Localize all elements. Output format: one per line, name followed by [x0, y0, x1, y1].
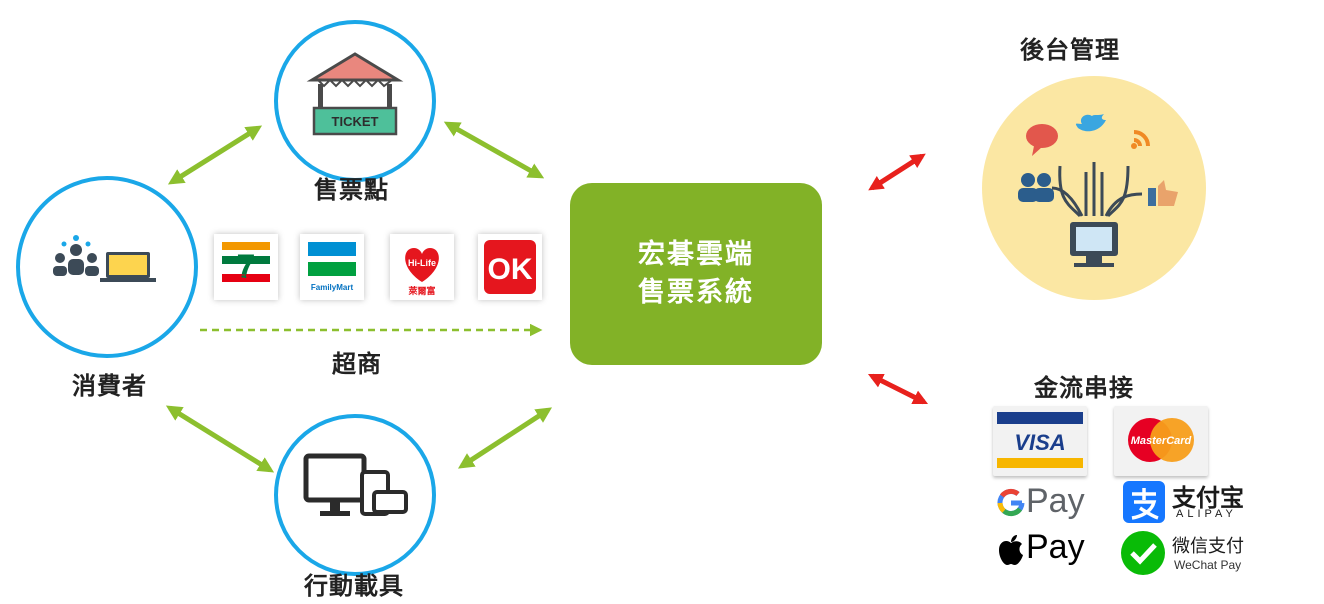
ticket-sign-text: TICKET: [332, 114, 379, 129]
svg-text:萊爾富: 萊爾富: [407, 285, 435, 297]
wechat-chinese-text: 微信支付: [1172, 536, 1244, 557]
mobile-label: 行動載具: [304, 572, 404, 600]
backend-label: 後台管理: [1020, 36, 1120, 64]
ticket-point-circle: TICKET: [274, 20, 436, 182]
alipay-chinese-text: 支付宝: [1172, 484, 1244, 512]
wechat-english-text: WeChat Pay: [1174, 558, 1242, 572]
wechat-check-icon: [1121, 531, 1165, 575]
cloud-ticketing-system-box: 宏碁雲端 售票系統: [570, 183, 822, 365]
payment-label: 金流串接: [1034, 374, 1134, 402]
arrow-center-payment: [867, 373, 929, 405]
ticket-booth-icon: TICKET: [306, 52, 404, 136]
apple-pay-logo: Pay: [998, 528, 1102, 574]
seven-eleven-logo: 7 ELEVEN: [214, 234, 278, 300]
google-pay-logo: Pay: [996, 482, 1100, 524]
google-g-icon: [997, 488, 1025, 517]
google-pay-text: Pay: [1026, 482, 1085, 520]
ok-mart-logo: OK: [478, 234, 542, 300]
svg-text:ELEVEN: ELEVEN: [228, 273, 264, 283]
apple-icon: [999, 535, 1023, 565]
mastercard-card: MasterCard: [1114, 406, 1208, 476]
alipay-english-text: ALIPAY: [1176, 508, 1237, 520]
familymart-logo: FamilyMart: [300, 234, 364, 300]
consumer-group-icon: [53, 235, 156, 282]
network-hub-icon: [1018, 114, 1178, 267]
visa-card: VISA: [993, 406, 1087, 476]
apple-pay-text: Pay: [1026, 528, 1085, 566]
mobile-circle: [274, 414, 436, 576]
backend-circle: [982, 76, 1206, 300]
arrow-consumer-mobile: [165, 405, 275, 473]
consumer-circle: [16, 176, 198, 358]
devices-icon: [303, 453, 408, 516]
center-title-line2: 售票系統: [638, 277, 754, 308]
convenience-store-label: 超商: [332, 350, 382, 378]
arrow-center-backend: [868, 153, 926, 191]
arrow-consumer-ticket: [167, 125, 263, 185]
svg-text:FamilyMart: FamilyMart: [311, 283, 354, 292]
svg-text:7: 7: [237, 248, 256, 286]
svg-text:OK: OK: [488, 253, 533, 286]
svg-text:VISA: VISA: [1014, 430, 1065, 455]
consumer-label: 消費者: [72, 372, 147, 400]
wechat-pay-logo: 微信支付 WeChat Pay: [1120, 530, 1260, 576]
center-title-line1: 宏碁雲端: [638, 239, 754, 270]
svg-text:MasterCard: MasterCard: [1131, 435, 1192, 447]
alipay-icon: [1123, 481, 1165, 523]
alipay-logo: 支付宝 ALIPAY: [1122, 480, 1262, 526]
hilife-logo: Hi-Life 萊爾富: [390, 234, 454, 300]
arrow-mobile-center: [457, 407, 553, 469]
arrow-ticket-center: [443, 121, 545, 179]
svg-text:Hi-Life: Hi-Life: [408, 258, 436, 268]
ticket-point-label: 售票點: [314, 176, 389, 204]
